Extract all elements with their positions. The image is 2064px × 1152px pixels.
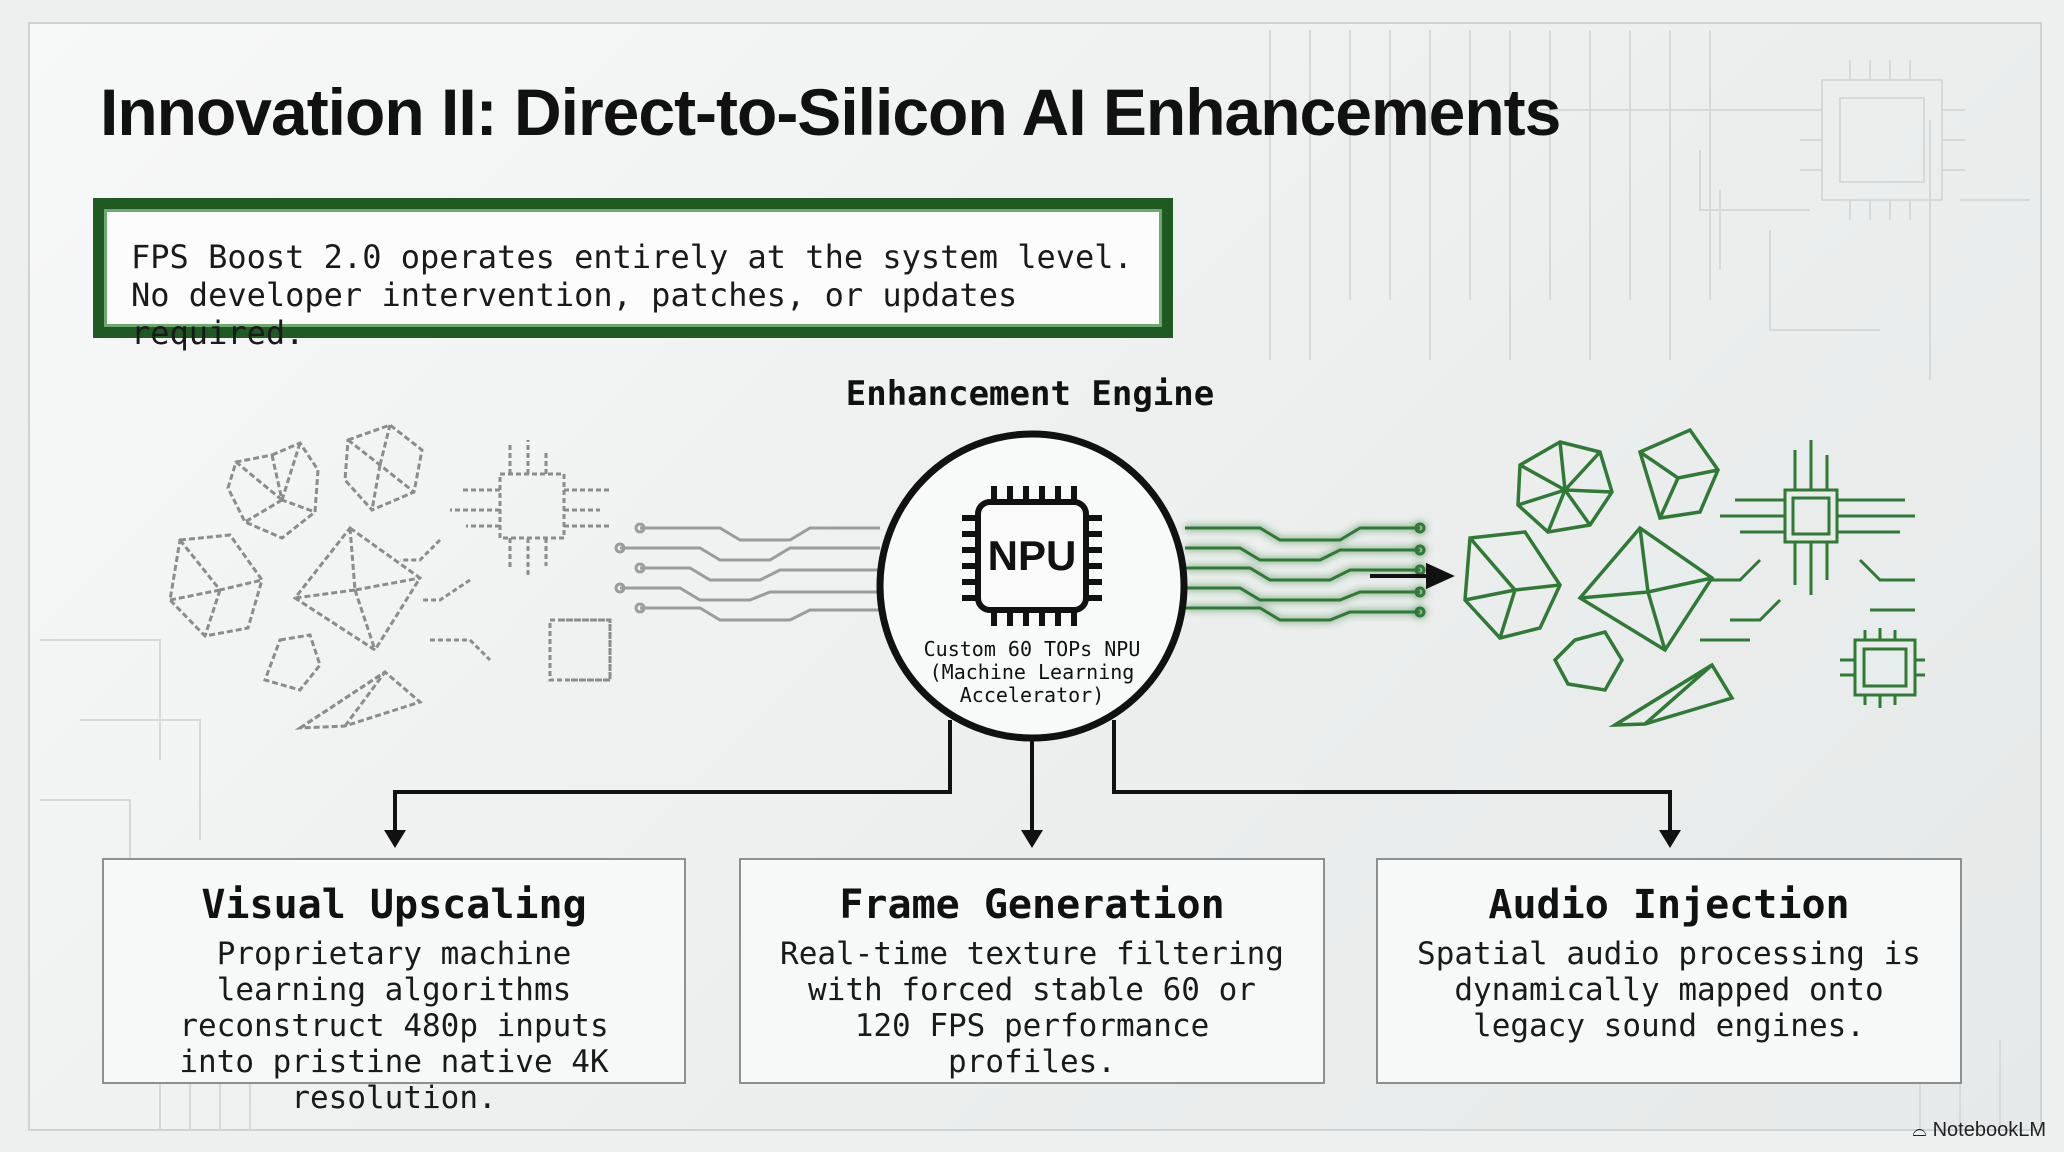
notebooklm-logo-icon: ⌓ (1912, 1120, 1927, 1140)
card-visual-upscaling: Visual Upscaling Proprietary machine lea… (102, 858, 686, 1116)
branch-connectors (393, 720, 1672, 832)
input-traces-icon (614, 522, 880, 622)
npu-chip-icon (962, 486, 1102, 626)
input-circuit-icon (400, 440, 612, 682)
card-text: Proprietary machine learning algorithms … (179, 936, 609, 1116)
brand-name: NotebookLM (1932, 1119, 2046, 1141)
brand-watermark: ⌓ NotebookLM (1912, 1119, 2046, 1142)
callout-text: FPS Boost 2.0 operates entirely at the s… (104, 209, 1162, 352)
card-text: Real-time texture filtering with forced … (780, 936, 1284, 1080)
card-title: Visual Upscaling (201, 882, 587, 928)
card-audio-injection: Audio Injection Spatial audio processing… (1376, 858, 1962, 1084)
card-text: Spatial audio processing is dynamically … (1417, 936, 1921, 1044)
branch-arrowheads (384, 830, 1681, 848)
engine-title: Enhancement Engine (845, 374, 1215, 414)
output-arrow-icon (1370, 562, 1455, 590)
card-frame-generation: Frame Generation Real-time texture filte… (739, 858, 1325, 1084)
output-traces-icon (1185, 522, 1426, 622)
card-title: Frame Generation (839, 882, 1225, 928)
output-polyhedra-icon (1463, 427, 1735, 727)
input-polyhedra-icon (168, 423, 424, 730)
npu-chip-label: NPU (987, 532, 1077, 579)
output-circuit-icon (1700, 440, 1925, 708)
system-level-callout: FPS Boost 2.0 operates entirely at the s… (93, 198, 1173, 352)
card-title: Audio Injection (1488, 882, 1850, 928)
npu-description: Custom 60 TOPs NPU (Machine Learning Acc… (923, 637, 1141, 707)
slide-title: Innovation II: Direct-to-Silicon AI Enha… (100, 75, 1561, 149)
